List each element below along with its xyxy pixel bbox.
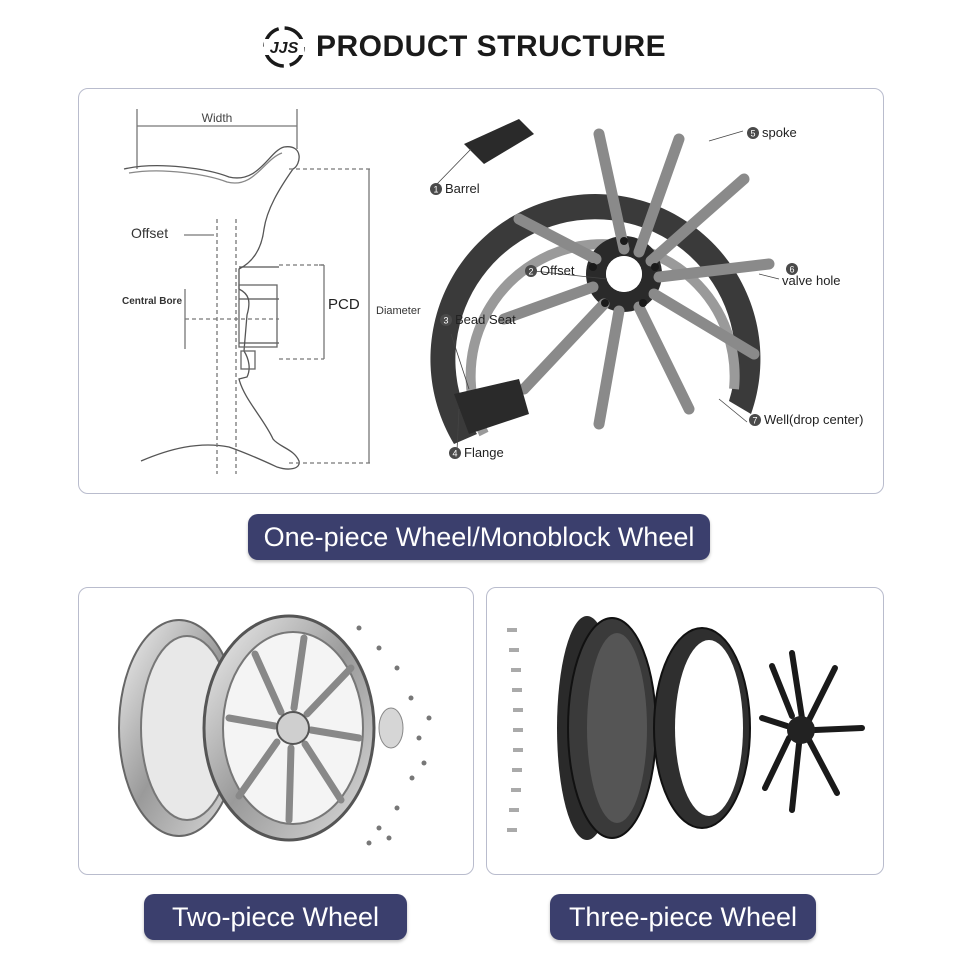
pcd-label: PCD bbox=[328, 296, 360, 313]
part-number: 1 bbox=[433, 185, 438, 195]
three-piece-wheel-panel bbox=[486, 587, 884, 875]
part-name: Bead Seat bbox=[455, 312, 516, 327]
wheel-cross-section bbox=[123, 109, 373, 474]
part-number: 5 bbox=[750, 129, 755, 139]
part-number-badge bbox=[440, 314, 452, 326]
three-piece-wheel-drawing bbox=[507, 616, 865, 840]
part-label-well-drop-center: 7 Well(drop center) bbox=[749, 412, 863, 427]
part-number-badge bbox=[449, 447, 461, 459]
part-number-badge bbox=[525, 265, 537, 277]
width-label: Width bbox=[202, 111, 233, 125]
part-label-offset: 2 Offset bbox=[525, 263, 575, 278]
two-piece-wheel-drawing bbox=[118, 614, 432, 846]
svg-text:JJS: JJS bbox=[270, 40, 299, 57]
part-label-spoke: 5 spoke bbox=[747, 125, 797, 140]
part-name: Well(drop center) bbox=[764, 412, 863, 427]
part-name: valve hole bbox=[782, 273, 841, 288]
diameter-label: Diameter bbox=[376, 305, 421, 317]
part-number-badge bbox=[430, 183, 442, 195]
part-label-barrel: 1 Barrel bbox=[430, 181, 480, 196]
part-number: 6 bbox=[789, 265, 794, 275]
part-name: spoke bbox=[762, 125, 797, 140]
page-title: PRODUCT STRUCTURE bbox=[316, 30, 667, 63]
part-number-badge bbox=[749, 414, 761, 426]
wheel-part-labels: 1 Barrel 2 Offset 3 Bead Seat 4 Flange 5 spoke 6va… bbox=[430, 125, 863, 460]
structure-diagram: Width Offset Central Bore PCD Diameter bbox=[122, 109, 863, 474]
part-number-badge bbox=[786, 263, 798, 275]
part-number-badge bbox=[747, 127, 759, 139]
part-name: Flange bbox=[464, 445, 504, 460]
central-bore-label: Central Bore bbox=[122, 296, 182, 307]
part-number: 3 bbox=[443, 316, 448, 326]
one-piece-caption: One-piece Wheel/Monoblock Wheel bbox=[248, 514, 710, 560]
offset-label: Offset bbox=[131, 225, 168, 241]
part-number: 4 bbox=[452, 449, 457, 459]
part-number: 2 bbox=[528, 267, 533, 277]
part-label-bead-seat: 3 Bead Seat bbox=[440, 312, 516, 327]
one-piece-structure-panel: Width Offset Central Bore PCD Diameter bbox=[78, 88, 884, 494]
two-piece-caption: Two-piece Wheel bbox=[144, 894, 407, 940]
page-header: JJS PRODUCT STRUCTURE bbox=[0, 22, 960, 74]
two-piece-wheel-panel bbox=[78, 587, 474, 875]
three-piece-caption: Three-piece Wheel bbox=[550, 894, 816, 940]
part-label-flange: 4 Flange bbox=[449, 445, 504, 460]
monoblock-wheel-drawing bbox=[430, 119, 775, 444]
part-name: Offset bbox=[540, 263, 575, 278]
brand-logo-icon: JJS bbox=[263, 26, 305, 68]
part-leader-lines bbox=[436, 130, 780, 452]
part-number: 7 bbox=[752, 416, 757, 426]
part-name: Barrel bbox=[445, 181, 480, 196]
